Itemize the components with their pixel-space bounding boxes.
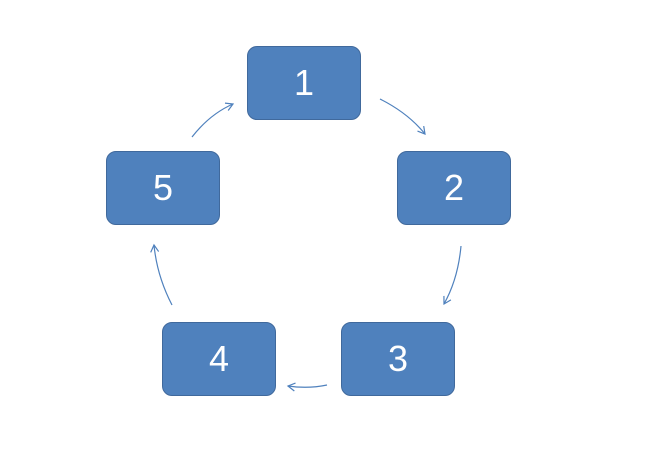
arrow-4-to-5: [150, 243, 173, 306]
step-1-box: 1: [247, 46, 361, 120]
arrow-1-to-2: [379, 98, 426, 135]
step-4-box: 4: [162, 322, 276, 396]
step-5-box: 5: [106, 151, 220, 225]
step-2-box: 2: [397, 151, 511, 225]
step-3-label: 3: [387, 338, 409, 379]
arrow-5-to-1: [191, 102, 235, 138]
step-2-label: 2: [443, 167, 465, 208]
step-4-label: 4: [208, 338, 230, 379]
step-3-box: 3: [341, 322, 455, 396]
arrow-2-to-3: [443, 245, 462, 306]
step-1-label: 1: [293, 62, 315, 103]
arrow-3-to-4: [286, 382, 328, 392]
step-5-label: 5: [152, 167, 174, 208]
